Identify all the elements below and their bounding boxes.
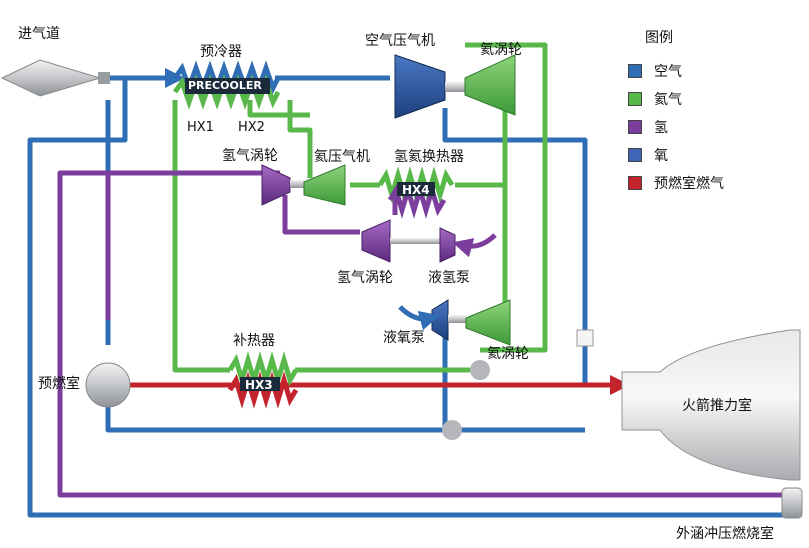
legend-item: 空气 bbox=[628, 62, 682, 80]
reheater-label: 补热器 bbox=[233, 333, 275, 349]
rocket-thrust-chamber bbox=[621, 329, 801, 481]
hydrogen-turbine-1-label: 氢气涡轮 bbox=[222, 148, 278, 164]
legend-label: 氧 bbox=[654, 148, 668, 164]
hydrogen-turbine-2-label: 氢气涡轮 bbox=[337, 270, 393, 286]
helium-turbine-top bbox=[464, 54, 516, 116]
hydrogen-lines bbox=[57, 170, 785, 498]
inlet-label: 进气道 bbox=[18, 26, 60, 42]
preburner-label: 预燃室 bbox=[38, 376, 80, 392]
hx2-label: HX2 bbox=[238, 120, 265, 135]
legend-swatch bbox=[628, 148, 642, 162]
helium-compressor-label: 氦压气机 bbox=[314, 149, 370, 165]
helium-compressor bbox=[303, 164, 346, 206]
legend-item: 氧 bbox=[628, 146, 668, 164]
legend-swatch bbox=[628, 120, 642, 134]
hydrogen-turbine-feed bbox=[282, 195, 360, 235]
helium-turbine-bottom bbox=[465, 299, 511, 346]
hydrogen-turbine-1 bbox=[261, 164, 304, 206]
lox-pump-label: 液氧泵 bbox=[383, 330, 425, 346]
legend-title: 图例 bbox=[645, 30, 673, 46]
helium-top-loop bbox=[465, 42, 548, 75]
hydrogen-top-line bbox=[57, 170, 785, 498]
hx3-heat-exchanger bbox=[227, 351, 299, 409]
lh2-pump bbox=[439, 227, 497, 263]
junction-node bbox=[442, 420, 462, 440]
lh2-pump-label: 液氢泵 bbox=[428, 270, 470, 286]
air-lines bbox=[27, 68, 785, 518]
inlet-cone bbox=[0, 59, 110, 97]
preburner-chamber bbox=[85, 362, 131, 408]
legend-label: 空气 bbox=[654, 64, 682, 80]
bypass-ramjet-label: 外涵冲压燃烧室 bbox=[676, 526, 774, 542]
legend-item: 氢 bbox=[628, 118, 668, 136]
air-bypass-return bbox=[105, 400, 585, 433]
precooler-label: 预冷器 bbox=[200, 44, 242, 60]
helium-turbine-bottom-label: 氦涡轮 bbox=[487, 346, 529, 362]
hx3-tag: HX3 bbox=[245, 378, 273, 392]
precooler-tag: PRECOOLER bbox=[188, 79, 262, 92]
valve-box bbox=[576, 329, 594, 347]
legend-swatch bbox=[628, 92, 642, 106]
legend-label: 氢 bbox=[654, 120, 668, 136]
air-compressor bbox=[394, 54, 465, 119]
air-loop-left bbox=[27, 78, 785, 518]
bypass-ramjet-endcap bbox=[781, 487, 803, 519]
air-compressor-label: 空气压气机 bbox=[365, 33, 435, 49]
legend-item: 预燃室燃气 bbox=[628, 174, 724, 192]
legend-item: 氦气 bbox=[628, 90, 682, 108]
rocket-chamber-label: 火箭推力室 bbox=[682, 398, 752, 414]
legend-swatch bbox=[628, 64, 642, 78]
helium-right-return bbox=[480, 75, 548, 353]
precooler-hx bbox=[172, 60, 281, 110]
hx4-heat-exchanger bbox=[377, 166, 455, 219]
hx1-label: HX1 bbox=[187, 120, 214, 135]
hydrogen-turbine-2 bbox=[361, 219, 440, 263]
legend-label: 预燃室燃气 bbox=[654, 176, 724, 192]
junction-node bbox=[470, 360, 490, 380]
helium-hx2-out bbox=[247, 100, 310, 118]
helium-precooler-left bbox=[172, 100, 230, 373]
helium-lines bbox=[172, 42, 548, 373]
lox-pump bbox=[398, 299, 466, 341]
helium-turbine-top-label: 氦涡轮 bbox=[480, 42, 522, 58]
hydrogen-helium-hx-label: 氢氦换热器 bbox=[394, 149, 464, 165]
hx4-tag: HX4 bbox=[402, 183, 430, 197]
legend-swatch bbox=[628, 176, 642, 190]
helium-compressor-up bbox=[287, 100, 313, 178]
legend-label: 氦气 bbox=[654, 92, 682, 108]
